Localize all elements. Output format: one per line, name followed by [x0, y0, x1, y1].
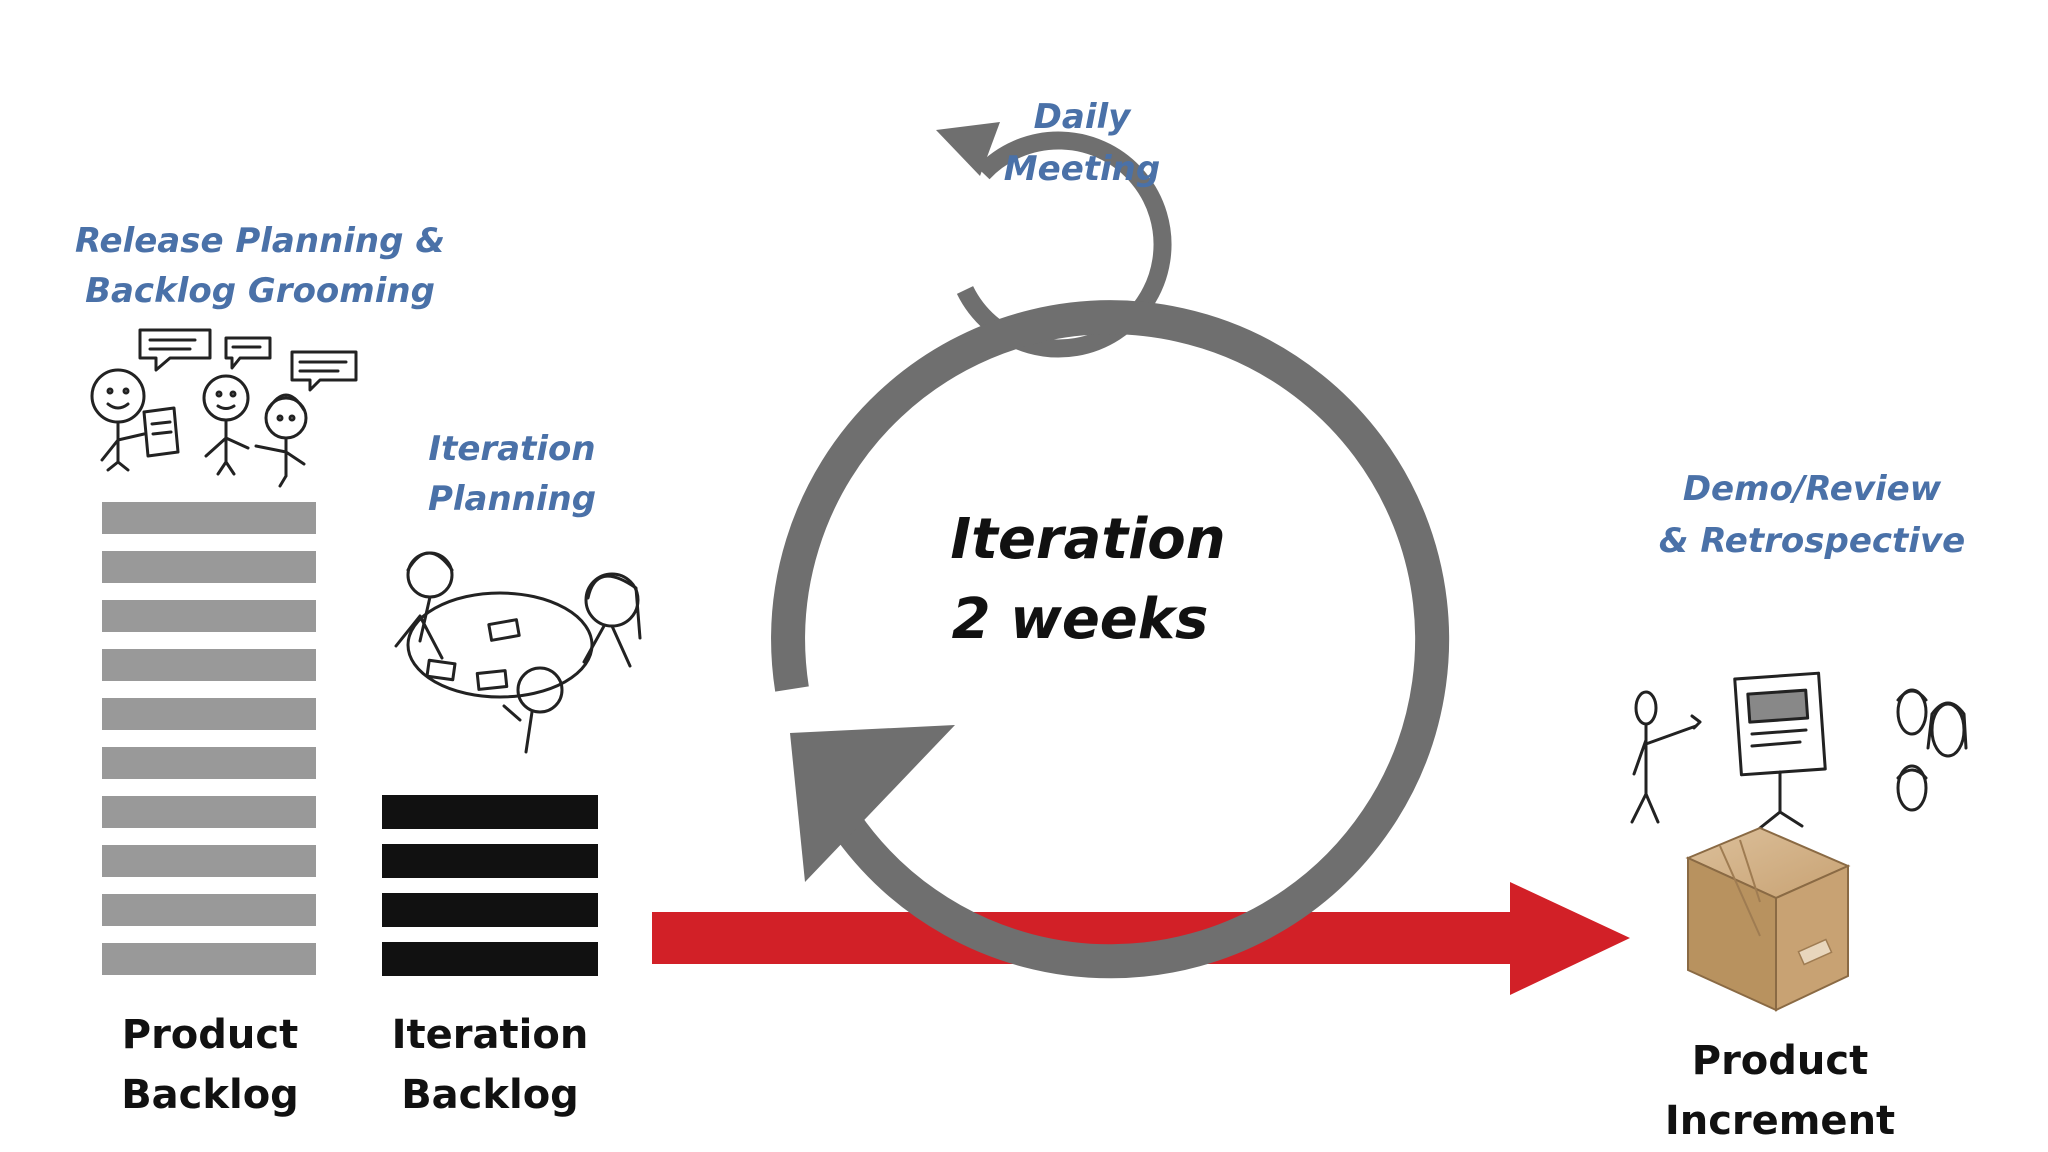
release-planning-label-line1: Release Planning &: [75, 221, 445, 261]
iteration-backlog-label-line1: Iteration: [392, 1012, 589, 1058]
delivery-flow-arrow: [652, 882, 1630, 995]
iteration-planning-label-line1: Iteration: [428, 429, 595, 469]
planning-meeting-icon: [394, 551, 642, 754]
product-backlog-label-line2: Backlog: [121, 1072, 299, 1118]
iteration-duration: 2 weeks: [952, 587, 1209, 652]
iteration-backlog-item: [382, 942, 598, 976]
cardboard-box-icon: [1685, 826, 1851, 1012]
daily-meeting-label-line2: Meeting: [1004, 149, 1160, 189]
daily-meeting-label-line1: Daily: [1034, 97, 1132, 137]
iteration-backlog-item: [382, 844, 598, 878]
iteration-title: Iteration: [950, 507, 1225, 572]
product-backlog-item: [102, 943, 316, 975]
product-backlog-item: [102, 894, 316, 926]
iteration-cycle-ring: [771, 300, 1450, 979]
iteration-backlog-item: [382, 893, 598, 927]
product-increment-label-line1: Product: [1692, 1038, 1868, 1084]
people-discussion-icon: [90, 328, 358, 488]
product-backlog-label-line1: Product: [122, 1012, 298, 1058]
product-backlog-item: [102, 796, 316, 828]
product-backlog-item: [102, 551, 316, 583]
iteration-cycle-arrowhead: [790, 725, 955, 882]
release-planning-label-line2: Backlog Grooming: [85, 271, 435, 311]
product-backlog-stack: [102, 502, 316, 975]
product-backlog-item: [102, 502, 316, 534]
demo-review-label-line1: Demo/Review: [1683, 469, 1942, 509]
product-backlog-item: [102, 600, 316, 632]
product-backlog-item: [102, 747, 316, 779]
product-backlog-item: [102, 845, 316, 877]
iteration-backlog-label-line2: Backlog: [401, 1072, 579, 1118]
daily-meeting-arrowhead: [936, 122, 1000, 176]
product-backlog-item: [102, 698, 316, 730]
iteration-backlog-item: [382, 795, 598, 829]
product-backlog-item: [102, 649, 316, 681]
product-increment-label-line2: Increment: [1665, 1098, 1895, 1144]
demo-review-label-line2: & Retrospective: [1659, 521, 1965, 561]
iteration-backlog-stack: [382, 795, 598, 976]
presentation-icon: [1630, 671, 1968, 830]
iteration-planning-label-line2: Planning: [428, 479, 596, 519]
